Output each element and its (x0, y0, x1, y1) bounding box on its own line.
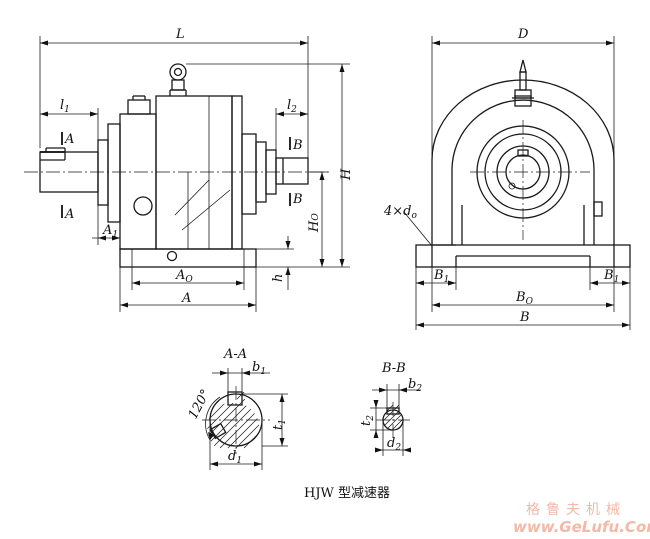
label-t1: t1 (271, 419, 288, 430)
label-holes: 4×do (383, 204, 418, 221)
base-plate (119, 248, 257, 268)
label-section-A-bottom: A (64, 207, 74, 222)
section-A-A (202, 368, 288, 470)
label-d2: d2 (387, 436, 401, 453)
label-A1: A1 (102, 223, 118, 240)
watermark-cn: 格鲁夫机械 (526, 502, 626, 518)
drain-plug (133, 196, 153, 216)
label-H: H (339, 168, 354, 181)
label-BB: B-B (381, 361, 406, 376)
label-b2: b2 (408, 377, 422, 394)
output-bore (505, 154, 541, 190)
main-housing (155, 95, 233, 250)
label-section-A-top: A (64, 132, 74, 147)
label-D: D (517, 27, 529, 42)
input-housing (119, 113, 157, 250)
side-view (403, 36, 631, 330)
label-B: B (519, 310, 530, 325)
label-H0: HO (307, 213, 322, 233)
label-section-B-bottom: B (292, 192, 303, 207)
bearing-ring-outer (476, 125, 570, 219)
label-d1: d1 (228, 449, 242, 466)
label-section-B-top: B (292, 138, 303, 153)
housing-arch-outer (431, 79, 615, 245)
label-A0: AO (175, 268, 193, 285)
front-view (24, 36, 350, 312)
label-L: L (175, 27, 185, 42)
label-l1: l1 (60, 98, 70, 115)
label-l2: l2 (287, 98, 297, 115)
side-base (415, 244, 631, 268)
label-B0: BO (515, 290, 534, 307)
label-t2: t2 (359, 415, 376, 426)
lifting-eye (169, 63, 187, 81)
label-B1-right: B1 (603, 268, 619, 285)
label-B1-left: B1 (433, 268, 449, 285)
output-shaft (275, 157, 309, 185)
label-h: h (271, 274, 286, 282)
label-AA: A-A (223, 347, 247, 362)
watermark-url: www.GeLufu.Com (513, 518, 650, 536)
label-A: A (181, 291, 191, 306)
caption: HJW 型减速器 (304, 486, 390, 501)
keyway-a (227, 391, 243, 406)
label-b1: b1 (252, 360, 266, 377)
section-B-B (370, 384, 420, 456)
